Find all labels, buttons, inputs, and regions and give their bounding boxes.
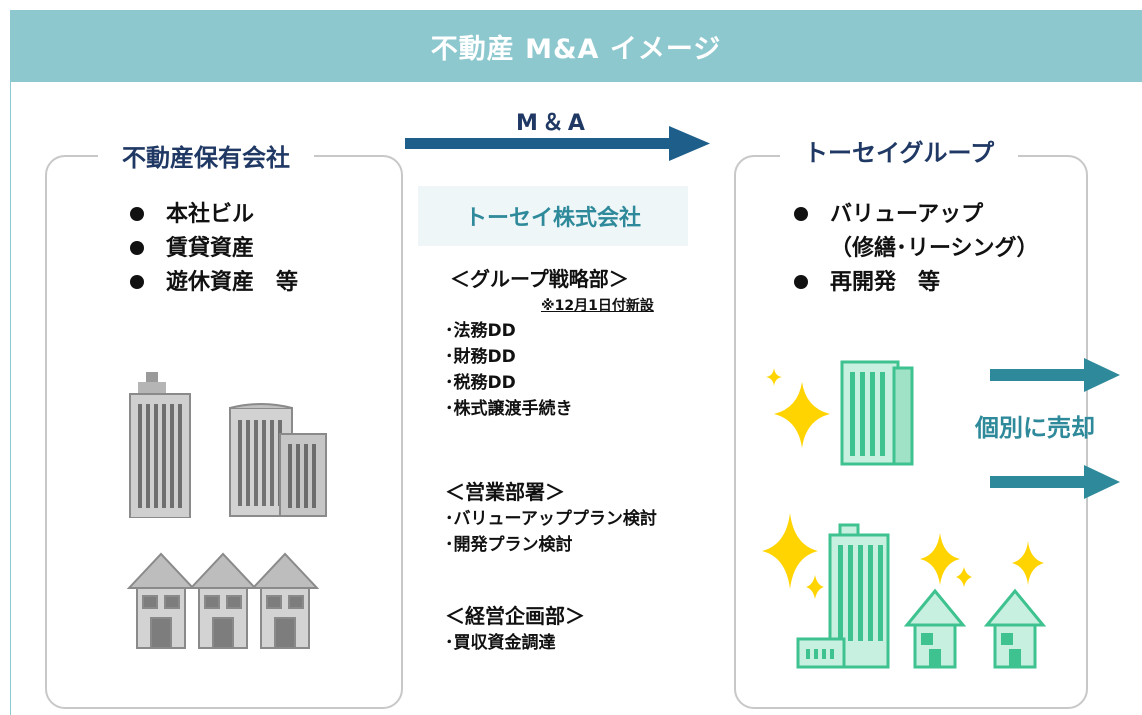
sell-arrow-top <box>990 358 1120 392</box>
bullet-icon <box>130 241 144 255</box>
ma-arrow-label: M＆A <box>516 111 589 136</box>
sparkle-icon <box>920 533 960 585</box>
list-item: 賃貸資産 <box>128 232 298 266</box>
sparkle-icon <box>806 575 824 599</box>
holding-company-title: 不動産保有会社 <box>98 138 314 173</box>
tosei-group-actions-list: バリューアップ（修繕･リーシング） 再開発 等 <box>792 198 1039 300</box>
group-strategy-heading: ＜グループ戦略部＞ <box>450 267 629 291</box>
office-tower-icon <box>129 372 191 518</box>
sales-dept-heading: ＜営業部署＞ <box>445 480 565 504</box>
office-building-icon <box>229 403 327 517</box>
sparkle-icon <box>762 513 818 589</box>
list-item: 遊休資産 等 <box>128 266 298 300</box>
houses-icon <box>126 552 320 649</box>
bullet-icon <box>130 275 144 289</box>
sell-arrow-bottom <box>990 465 1120 499</box>
sparkle-icon <box>766 368 830 448</box>
list-item: ･バリューアッププラン検討 <box>445 509 657 529</box>
holding-assets-list: 本社ビル 賃貸資産 遊休資産 等 <box>128 198 298 300</box>
sparkle-icon <box>1012 541 1044 585</box>
corporate-planning-heading: ＜経営企画部＞ <box>445 604 585 628</box>
list-item: ･開発プラン検討 <box>445 535 573 555</box>
group-strategy-tasks: ･法務DD ･財務DD ･税務DD ･株式譲渡手続き <box>445 318 573 422</box>
list-item: ･税務DD <box>445 373 516 393</box>
page-header: 不動産 M&A イメージ <box>10 10 1142 82</box>
sales-dept-tasks: ･バリューアッププラン検討 ･開発プラン検討 <box>445 506 657 558</box>
left-border <box>10 82 11 715</box>
green-office-tower-icon <box>840 360 914 466</box>
list-item: 再開発 等 <box>792 266 1039 300</box>
bullet-icon <box>130 207 144 221</box>
tosei-company-box: トーセイ株式会社 <box>418 186 688 246</box>
sparkle-icon <box>956 567 972 587</box>
list-item: バリューアップ（修繕･リーシング） <box>792 198 1039 266</box>
list-item: ･株式譲渡手続き <box>445 399 573 419</box>
list-item: 本社ビル <box>128 198 298 232</box>
corporate-planning-tasks: ･買収資金調達 <box>445 630 556 656</box>
redevelopment-buildings-icon <box>762 513 1047 669</box>
sell-individually-label: 個別に売却 <box>975 414 1095 442</box>
list-item: ･買収資金調達 <box>445 633 556 653</box>
establishment-note: ※12月1日付新設 <box>541 298 654 314</box>
list-item: ･財務DD <box>445 347 516 367</box>
page-title: 不動産 M&A イメージ <box>430 33 722 65</box>
tosei-group-title: トーセイグループ <box>780 133 1019 168</box>
bullet-icon <box>794 275 808 289</box>
bullet-icon <box>794 207 808 221</box>
list-item: ･法務DD <box>445 321 516 341</box>
ma-arrow <box>405 126 710 161</box>
